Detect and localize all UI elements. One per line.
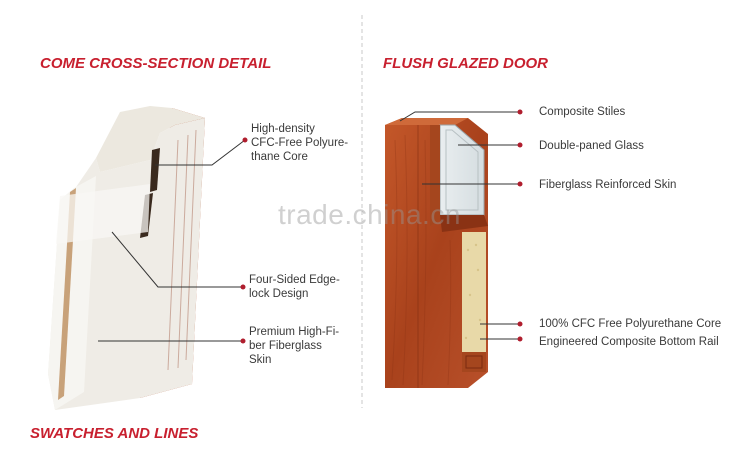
- label-fiberglass-skin: Fiberglass Reinforced Skin: [539, 179, 677, 191]
- label-core: High-density CFC-Free Polyure- thane Cor…: [251, 123, 349, 163]
- cross-section-slab: [48, 106, 205, 410]
- label-bottom-rail: Engineered Composite Bottom Rail: [539, 336, 719, 348]
- label-composite-stiles: Composite Stiles: [539, 106, 626, 118]
- cross-section-heading: COME CROSS-SECTION DETAIL: [40, 55, 272, 72]
- watermark: trade.china.cn: [278, 199, 461, 230]
- label-skin: Premium High-Fi- ber Fiberglass Skin: [249, 326, 340, 366]
- glazed-door-section: [385, 118, 488, 388]
- label-edge-lock: Four-Sided Edge- lock Design: [249, 274, 340, 300]
- label-polyurethane-core: 100% CFC Free Polyurethane Core: [539, 318, 722, 330]
- swatches-heading: SWATCHES AND LINES: [30, 425, 199, 442]
- flush-glazed-heading: FLUSH GLAZED DOOR: [383, 55, 548, 72]
- door-callouts: [399, 111, 520, 340]
- cross-section-callouts: [98, 139, 246, 342]
- label-double-paned-glass: Double-paned Glass: [539, 140, 644, 152]
